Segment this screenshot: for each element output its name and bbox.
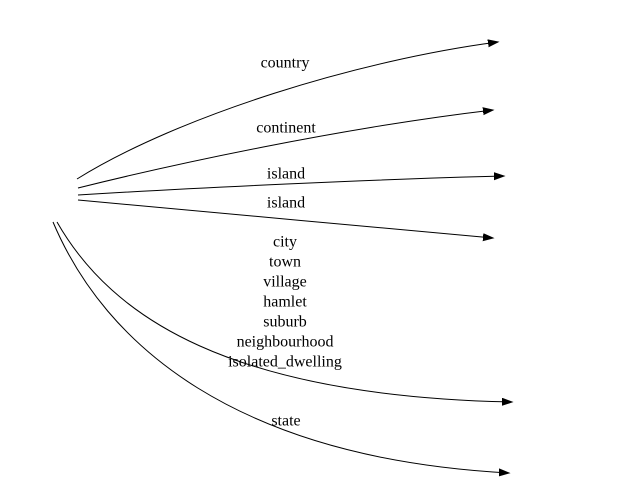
edge-place-state_point: state xyxy=(52,221,509,473)
edge-label: island xyxy=(267,195,305,212)
edge-place-city_point: city town village hamlet suburb neighbourhood… xyxy=(56,221,512,402)
edge-line xyxy=(77,110,493,189)
edge-label: continent xyxy=(256,120,316,137)
edge-label: village xyxy=(263,274,307,291)
edge-line xyxy=(77,176,504,196)
edge-place-country_point: country xyxy=(76,42,498,180)
edge-label: country xyxy=(261,55,310,72)
edge-label: neighbourhood xyxy=(237,334,334,351)
edge-line xyxy=(77,199,493,238)
edge-place-island_polygon: island xyxy=(77,195,493,239)
edge-place-continent_point: continent xyxy=(77,110,493,189)
edge-label: isolated_dwelling xyxy=(228,354,342,371)
edge-label: hamlet xyxy=(263,294,307,311)
edge-place-island_point: island xyxy=(77,166,504,196)
edge-label: suburb xyxy=(263,314,307,331)
edge-label: city xyxy=(273,234,297,251)
edge-label: town xyxy=(269,254,301,271)
edge-label: island xyxy=(267,166,305,183)
edge-line xyxy=(76,42,498,180)
edge-label: state xyxy=(271,413,300,430)
edges-layer: country continent island island city town vill… xyxy=(52,42,512,473)
edge-line xyxy=(52,221,509,473)
edge-line xyxy=(56,221,512,402)
